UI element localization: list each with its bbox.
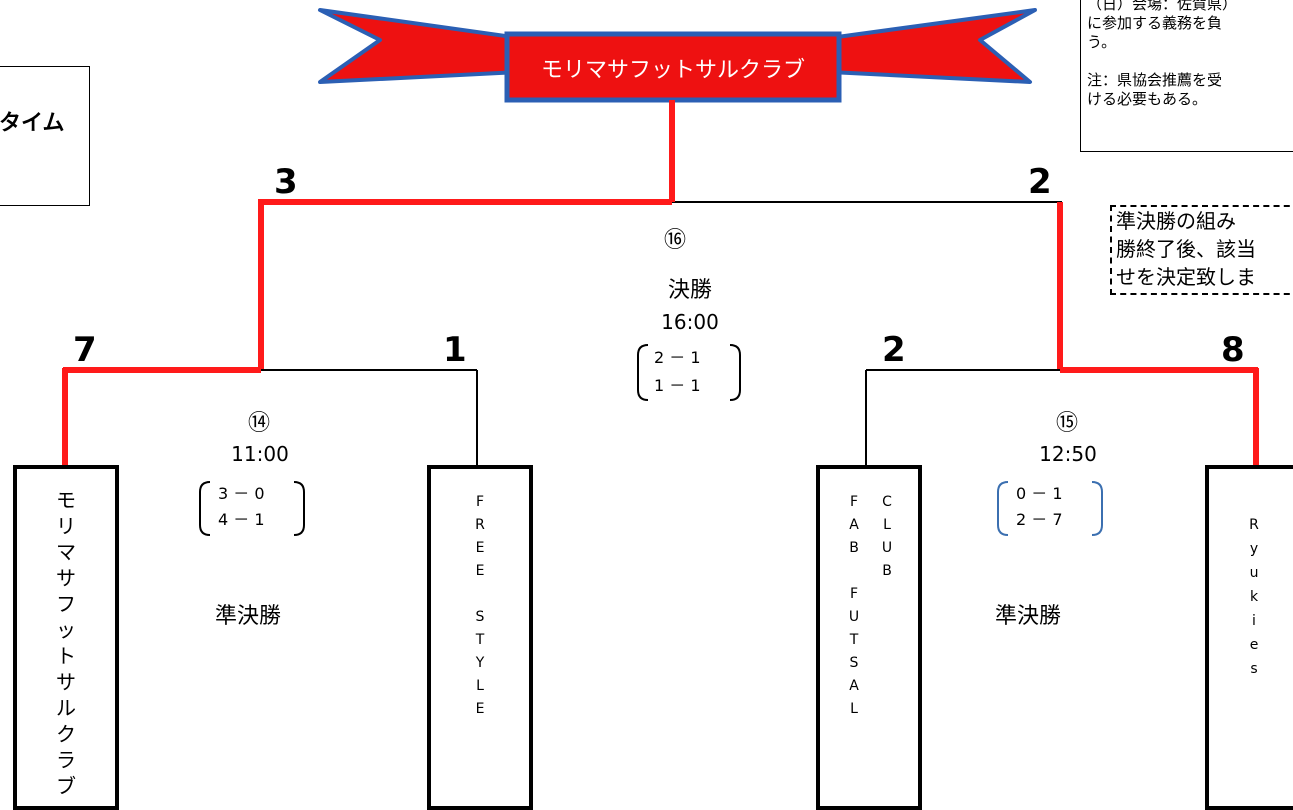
team-name-morimasa: モリマサフットサルクラブ bbox=[56, 488, 76, 798]
note-line-5: ける必要もある。 bbox=[1087, 90, 1208, 108]
semi-right-half-1: 0 － 1 bbox=[1016, 484, 1063, 503]
notes-box: （日）会場：佐賀県） に参加する義務を負 う。 注：県協会推薦を受 ける必要もあ… bbox=[1080, 0, 1293, 152]
semi-right-score-right: 8 bbox=[1221, 330, 1245, 370]
left-info-box: タイム bbox=[0, 66, 90, 206]
note-line-4: 注：県協会推薦を受 bbox=[1087, 71, 1223, 89]
note-line-3: う。 bbox=[1087, 33, 1117, 51]
final-score-left: 3 bbox=[274, 162, 298, 202]
team-box-morimasa: モリマサフットサルクラブ bbox=[13, 465, 119, 810]
champion-label: モリマサフットサルクラブ bbox=[540, 58, 805, 83]
semi-right-paren-left bbox=[997, 481, 1009, 536]
semi-left-paren-left bbox=[199, 481, 211, 536]
semi-left-score-right: 1 bbox=[443, 330, 467, 370]
dashed-note-line-1: 準決勝の組み bbox=[1116, 209, 1236, 233]
final-title: 決勝 bbox=[667, 278, 712, 303]
semi-right-half-2: 2 － 7 bbox=[1016, 510, 1063, 529]
semi-right-match-number: ⑮ bbox=[1055, 411, 1078, 436]
banner-plate bbox=[504, 31, 842, 103]
note-line-1: （日）会場：佐賀県） bbox=[1087, 0, 1238, 13]
dashed-note-line-2: 勝終了後、該当 bbox=[1116, 237, 1256, 261]
final-score-right: 2 bbox=[1028, 162, 1052, 202]
dashed-note-line-3: せを決定致しま bbox=[1116, 265, 1256, 289]
semi-right-label: 準決勝 bbox=[995, 604, 1062, 629]
semi-left-half-1: 3 － 0 bbox=[218, 484, 265, 503]
semi-left-time: 11:00 bbox=[231, 442, 289, 466]
note-line-2: に参加する義務を負 bbox=[1087, 14, 1223, 32]
final-paren-left bbox=[637, 344, 649, 401]
final-half-2: 1 － 1 bbox=[654, 376, 701, 395]
final-paren-right bbox=[729, 344, 741, 401]
final-half-1: 2 － 1 bbox=[654, 348, 701, 367]
final-time: 16:00 bbox=[661, 310, 719, 334]
semi-left-paren-right bbox=[293, 481, 305, 536]
semi-left-half-2: 4 － 1 bbox=[218, 510, 265, 529]
semi-left-score-left: 7 bbox=[73, 330, 97, 370]
semi-right-time: 12:50 bbox=[1039, 442, 1097, 466]
semi-left-match-number: ⑭ bbox=[247, 411, 270, 436]
semi-right-score-left: 2 bbox=[882, 330, 906, 370]
left-info-text: タイム bbox=[0, 111, 65, 136]
dashed-note: 準決勝の組み 勝終了後、該当 せを決定致しま bbox=[1110, 205, 1293, 295]
semi-left-label: 準決勝 bbox=[215, 604, 282, 629]
final-match-number: ⑯ bbox=[663, 228, 686, 253]
semi-right-paren-right bbox=[1091, 481, 1103, 536]
